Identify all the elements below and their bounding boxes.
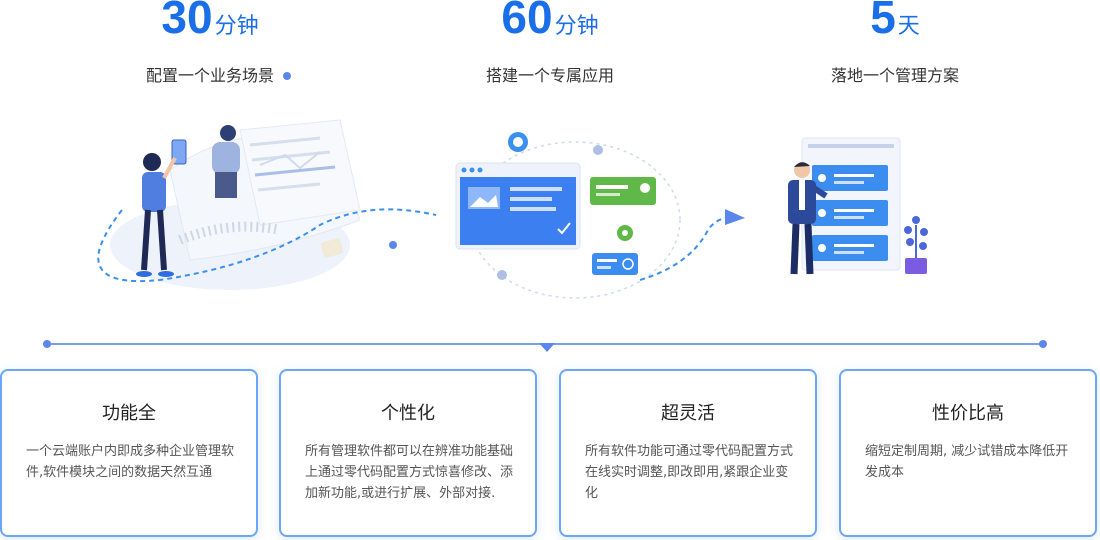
timeline-arrow-down-icon: [539, 343, 555, 352]
feature-title: 个性化: [381, 403, 435, 424]
feature-description: 所有软件功能可通过零代码配置方式在线实时调整,即改即用,紧跟企业变化: [585, 444, 794, 501]
stat-description: 配置一个业务场景: [145, 66, 274, 85]
feature-card-flexible: 超灵活 所有软件功能可通过零代码配置方式在线实时调整,即改即用,紧跟企业变化: [559, 369, 817, 537]
feature-title: 功能全: [102, 403, 156, 424]
timeline-divider: [43, 340, 1047, 352]
feature-card-cost-effective: 性价比高 缩短定制周期, 减少试错成本降低开发成本: [839, 369, 1097, 537]
feature-title: 超灵活: [661, 403, 715, 424]
feature-description: 缩短定制周期, 减少试错成本降低开发成本: [865, 444, 1069, 480]
feature-title: 性价比高: [932, 403, 1004, 424]
stat-30-minutes: 30分钟 配置一个业务场景: [60, 0, 360, 86]
timeline-start-dot: [43, 340, 51, 348]
app-card-illustration-icon: [455, 132, 745, 299]
timeline-end-dot: [1039, 340, 1047, 348]
feature-card-personalized: 个性化 所有管理软件都可以在辨准功能基础上通过零代码配置方式惊喜修改、添加新功能…: [279, 369, 537, 537]
stat-description: 落地一个管理方案: [830, 66, 959, 85]
stat-number: 60分钟: [501, 0, 599, 43]
woman-with-tablet-illustration-icon: [97, 72, 437, 290]
stat-number: 5天: [870, 0, 920, 43]
stat-description: 搭建一个专属应用: [485, 66, 614, 85]
feature-card-complete: 功能全 一个云端账户内即成多种企业管理软件,软件模块之间的数据天然互通: [0, 369, 258, 537]
stat-5-days: 5天 落地一个管理方案: [745, 0, 1045, 86]
stat-number: 30分钟: [161, 0, 259, 43]
feature-description: 一个云端账户内即成多种企业管理软件,软件模块之间的数据天然互通: [26, 444, 235, 480]
stat-60-minutes: 60分钟 搭建一个专属应用: [400, 0, 700, 86]
businessman-dashboard-illustration-icon: [788, 137, 928, 275]
feature-description: 所有管理软件都可以在辨准功能基础上通过零代码配置方式惊喜修改、添加新功能,或进行…: [305, 444, 514, 501]
